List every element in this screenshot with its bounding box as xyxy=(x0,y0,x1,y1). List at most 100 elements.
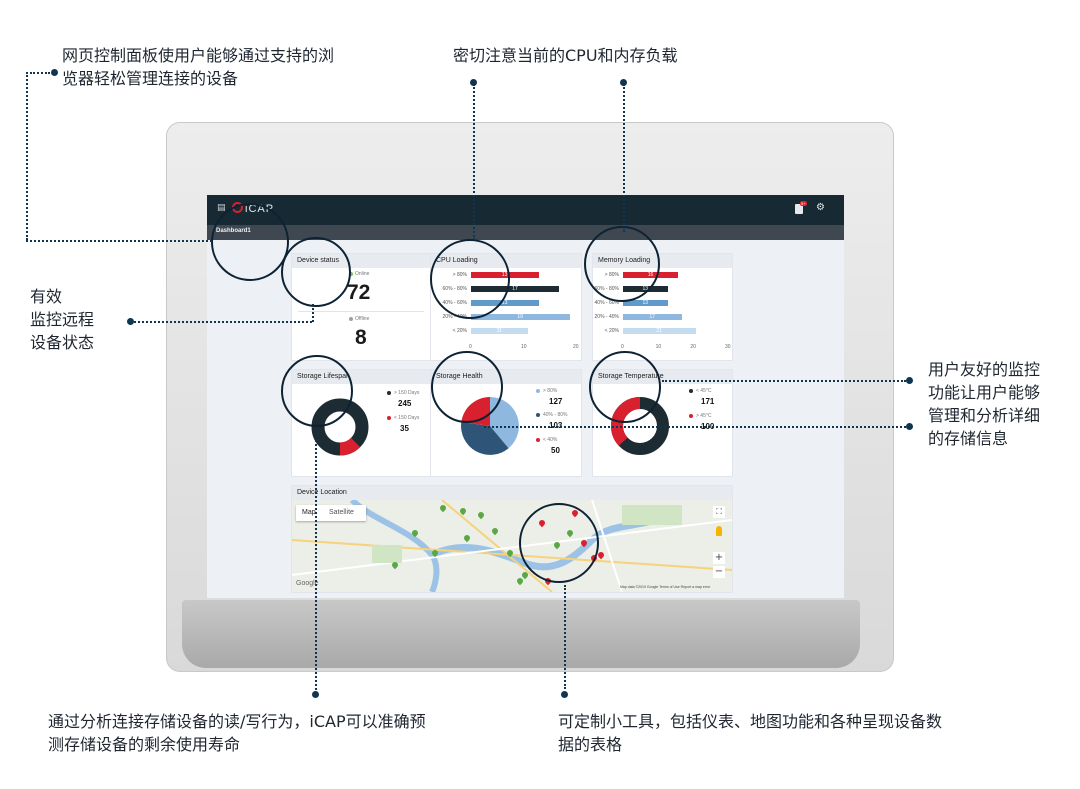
callout-top-middle: 密切注意当前的CPU和内存负载 xyxy=(453,46,678,65)
bar-value-label: 13 xyxy=(501,300,508,306)
bar-label: 40% - 60% xyxy=(594,300,619,306)
map[interactable]: Map Satellite Google Map data ©2019 Goog… xyxy=(292,500,732,592)
legend-label: < 45°C xyxy=(696,388,712,394)
callout-line: 的存储信息 xyxy=(928,429,1009,448)
online-status-icon xyxy=(349,272,353,276)
device-location-widget: Device Location Map Satellite Google Map… xyxy=(291,485,733,593)
x-tick-label: 10 xyxy=(521,344,527,350)
map-tab[interactable]: Map xyxy=(302,509,316,516)
satellite-tab[interactable]: Satellite xyxy=(329,509,354,516)
highlight-circle xyxy=(584,226,660,302)
leader-line xyxy=(134,321,312,323)
legend-value: 50 xyxy=(551,446,560,455)
donut-segment-under-150 xyxy=(311,398,369,456)
pegman-icon[interactable] xyxy=(716,526,722,536)
bar-value-label: 11 xyxy=(496,328,502,334)
bar[interactable] xyxy=(623,314,682,320)
legend-label: > 150 Days xyxy=(394,390,420,396)
callout-line: 有效 xyxy=(30,287,63,306)
highlight-circle xyxy=(589,351,661,423)
google-logo: Google xyxy=(296,580,319,587)
legend-dot xyxy=(536,389,540,393)
menu-icon[interactable]: ▤ xyxy=(217,203,226,213)
leader-dot xyxy=(906,423,913,430)
offline-status-icon xyxy=(349,317,353,321)
settings-icon[interactable]: ⚙ xyxy=(816,202,825,213)
zoom-in-button[interactable]: + xyxy=(713,552,725,564)
legend-value: 35 xyxy=(400,424,409,433)
callout-line: 览器轻松管理连接的设备 xyxy=(62,69,239,88)
highlight-circle xyxy=(211,203,289,281)
leader-line xyxy=(623,84,625,232)
bar[interactable] xyxy=(471,286,560,292)
leader-line xyxy=(315,440,317,690)
callout-top-left: 网页控制面板使用户能够通过支持的浏 览器轻松管理连接的设备 xyxy=(62,44,334,90)
leader-dot xyxy=(312,691,319,698)
bar-value-label: 17 xyxy=(649,314,656,320)
legend-value: 103 xyxy=(549,421,563,430)
legend-label: > 80% xyxy=(543,388,558,394)
leader-dot xyxy=(906,377,913,384)
bar[interactable] xyxy=(623,328,696,334)
highlight-circle xyxy=(431,351,503,423)
callout-line: 测存储设备的剩余使用寿命 xyxy=(48,735,241,754)
callout-left: 有效 监控远程 设备状态 xyxy=(30,285,94,354)
legend-dot xyxy=(536,438,540,442)
pie-slice-40-80 xyxy=(461,422,509,455)
leader-dot xyxy=(620,79,627,86)
callout-right: 用户友好的监控 功能让用户能够 管理和分析详细 的存储信息 xyxy=(928,358,1040,450)
legend-value: 171 xyxy=(701,397,715,406)
callout-bottom-left: 通过分析连接存储设备的读/写行为，iCAP可以准确预 测存储设备的剩余使用寿命 xyxy=(48,710,426,756)
highlight-circle xyxy=(281,355,353,427)
x-tick-label: 0 xyxy=(621,344,624,350)
callout-line: 网页控制面板使用户能够通过支持的浏 xyxy=(62,46,335,65)
bar-value-label: 19 xyxy=(517,314,523,320)
widget-title: Device Location xyxy=(292,486,732,500)
bar[interactable] xyxy=(471,314,570,320)
highlight-circle xyxy=(519,503,599,583)
bar[interactable] xyxy=(471,328,529,334)
notification-icon[interactable] xyxy=(795,204,803,214)
bar[interactable] xyxy=(623,300,669,306)
callout-line: 据的表格 xyxy=(558,735,623,754)
highlight-circle xyxy=(281,237,351,307)
leader-line xyxy=(564,585,566,689)
highlight-circle xyxy=(430,239,510,319)
legend-dot xyxy=(536,413,540,417)
bar-value-label: 13 xyxy=(642,300,649,306)
leader-line xyxy=(662,380,906,382)
leader-line xyxy=(26,72,28,240)
bar[interactable] xyxy=(471,300,539,306)
leader-dot xyxy=(51,69,58,76)
online-count: 72 xyxy=(347,281,371,304)
callout-line: 监控远程 xyxy=(30,310,95,329)
x-tick-label: 10 xyxy=(655,344,662,350)
map-footer: Map data ©2019 Google Terms of Use Repor… xyxy=(620,585,711,589)
callout-bottom-right: 可定制小工具，包括仪表、地图功能和各种呈现设备数 据的表格 xyxy=(558,710,942,756)
fullscreen-icon[interactable]: ⛶ xyxy=(713,506,725,518)
map-type-toggle: Map Satellite xyxy=(296,505,366,521)
callout-line: 用户友好的监控 xyxy=(928,360,1041,379)
leader-dot xyxy=(470,79,477,86)
pie-slice-above-80 xyxy=(490,397,519,449)
legend-value: 127 xyxy=(549,397,563,406)
callout-line: 设备状态 xyxy=(30,333,95,352)
bar-label: < 20% xyxy=(452,328,467,334)
offline-count: 8 xyxy=(355,326,367,349)
legend-value: 245 xyxy=(398,399,412,408)
notification-badge: 9+ xyxy=(800,201,807,206)
leader-dot xyxy=(561,691,568,698)
legend-label: 40% - 80% xyxy=(543,412,568,418)
bar-label: < 20% xyxy=(604,328,619,334)
x-tick-label: 0 xyxy=(469,344,472,350)
leader-line xyxy=(473,84,475,240)
offline-label: Offline xyxy=(355,316,370,322)
legend-label: < 40% xyxy=(543,437,558,443)
zoom-out-button[interactable]: − xyxy=(713,566,725,578)
bar-label: 20% - 40% xyxy=(442,314,467,320)
callout-line: 通过分析连接存储设备的读/写行为，iCAP可以准确预 xyxy=(48,712,426,731)
leader-line xyxy=(484,426,906,428)
legend-label: < 150 Days xyxy=(394,415,420,421)
bar-label: 20% - 40% xyxy=(594,314,619,320)
screen: ▤ iCAP 9+ ⚙ Dashboard1 Device status Onl… xyxy=(207,195,844,598)
